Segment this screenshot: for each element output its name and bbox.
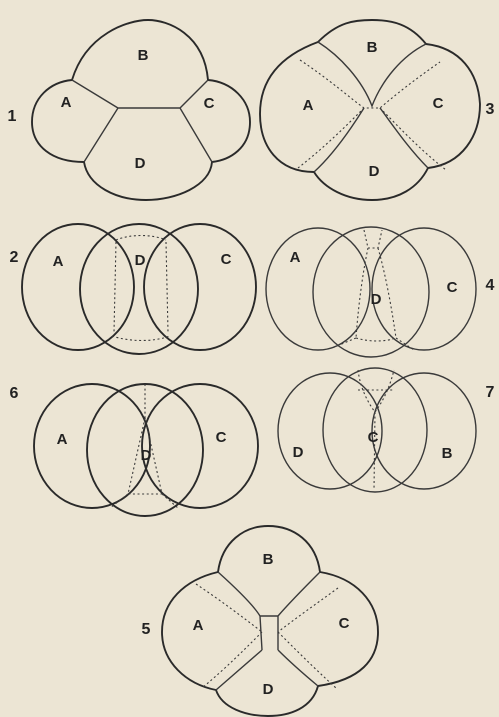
cell-label-a: A [61, 94, 72, 111]
cell-label-d: D [135, 252, 146, 269]
cell-a-outline [22, 224, 134, 350]
figure-3-partitions [314, 42, 428, 172]
figure-number: 7 [486, 384, 495, 401]
figure-3: 3 B A C D [260, 20, 495, 200]
cell-a-outline [266, 228, 370, 350]
cell-label-c: C [221, 251, 232, 268]
cell-label-b: B [263, 551, 274, 568]
cell-label-c: C [447, 279, 458, 296]
cell-c-outline [142, 384, 258, 508]
figure-5-partitions [216, 572, 320, 690]
cell-label-d: D [371, 291, 382, 308]
cell-a-outline [34, 384, 150, 508]
figure-7: 7 D C B [278, 368, 495, 492]
figure-4: 4 A D C [266, 227, 495, 357]
cell-d-outline [278, 373, 382, 489]
figure-5: 5 B A C D [142, 526, 378, 716]
cell-label-b: B [138, 47, 149, 64]
cell-c-outline [144, 224, 256, 350]
cell-label-c: C [339, 615, 350, 632]
cell-label-b: B [367, 39, 378, 56]
cell-label-d: D [293, 444, 304, 461]
cell-label-c: C [368, 429, 379, 446]
figure-number: 4 [486, 277, 495, 294]
figure-number: 1 [8, 108, 17, 125]
figure-1-partitions [72, 80, 212, 162]
figure-2: 2 A D C [10, 224, 256, 354]
figure-number: 3 [486, 101, 495, 118]
cell-label-b: B [442, 445, 453, 462]
figure-number: 2 [10, 249, 19, 266]
cell-label-a: A [290, 249, 301, 266]
figure-5-hidden-partitions [196, 584, 338, 688]
cell-label-a: A [57, 431, 68, 448]
figure-6: 6 A D C [10, 384, 258, 516]
cell-label-c: C [204, 95, 215, 112]
cell-d-outline [80, 224, 198, 354]
cell-label-a: A [53, 253, 64, 270]
cell-label-d: D [141, 447, 152, 464]
figure-3-hidden-partitions [298, 60, 446, 170]
cell-label-d: D [135, 155, 146, 172]
cell-label-a: A [193, 617, 204, 634]
figure-number: 5 [142, 621, 151, 638]
cell-label-c: C [433, 95, 444, 112]
cell-label-d: D [263, 681, 274, 698]
cell-label-c: C [216, 429, 227, 446]
cell-label-a: A [303, 97, 314, 114]
cell-label-d: D [369, 163, 380, 180]
figure-number: 6 [10, 385, 19, 402]
figure-1: 1 B A C D [8, 20, 250, 200]
